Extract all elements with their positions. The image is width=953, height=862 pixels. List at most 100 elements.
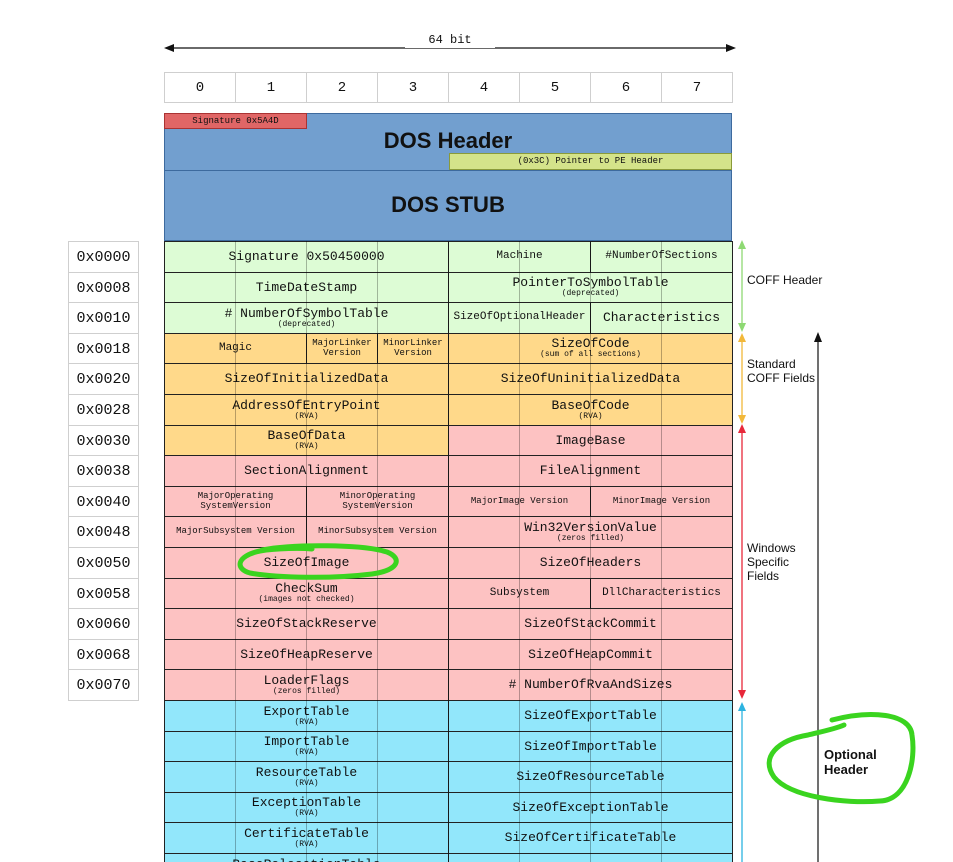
field-name: SizeOfImportTable bbox=[524, 738, 657, 754]
byte-index-5: 5 bbox=[519, 72, 591, 103]
field-minorimage-version: MinorImage Version bbox=[590, 486, 733, 517]
optional-range-arrow bbox=[738, 702, 746, 862]
byte-index-3: 3 bbox=[377, 72, 449, 103]
field-note: (RVA) bbox=[294, 839, 319, 849]
field-timedatestamp: TimeDateStamp bbox=[164, 272, 449, 303]
field-name: SizeOfStackCommit bbox=[524, 616, 657, 632]
field-name: SizeOfExportTable bbox=[524, 708, 657, 724]
field-name: SizeOfHeapCommit bbox=[528, 646, 653, 662]
field-name: # NumberOfSymbolTable bbox=[224, 305, 389, 321]
field-name: MajorSubsystem Version bbox=[176, 526, 295, 537]
field-note: (deprecated) bbox=[561, 289, 620, 299]
field-name: SizeOfOptionalHeader bbox=[453, 311, 586, 324]
optional-header-arrow bbox=[814, 332, 822, 862]
field-note: (RVA) bbox=[294, 778, 319, 788]
field-signature-0x50450000: Signature 0x50450000 bbox=[164, 241, 449, 273]
field-sizeofinitializeddata: SizeOfInitializedData bbox=[164, 363, 449, 395]
coff-range-arrow bbox=[738, 240, 746, 332]
field-name: Machine bbox=[496, 250, 543, 263]
field-name: FileAlignment bbox=[539, 463, 642, 479]
offset-label: 0x0058 bbox=[68, 578, 139, 610]
field-name: Win32VersionValue bbox=[524, 519, 657, 535]
field-name: BaseRelocationTable bbox=[232, 858, 380, 862]
pe-header-pointer-field: (0x3C) Pointer to PE Header bbox=[449, 153, 732, 170]
field-name: Characteristics bbox=[602, 310, 721, 326]
field-name: CheckSum bbox=[275, 581, 338, 597]
field-sizeofstackcommit: SizeOfStackCommit bbox=[448, 608, 733, 640]
field-baseofcode: BaseOfCode(RVA) bbox=[448, 394, 733, 426]
field-baseofdata: BaseOfData(RVA) bbox=[164, 425, 449, 456]
field-checksum: CheckSum(images not checked) bbox=[164, 578, 449, 609]
offset-label: 0x0068 bbox=[68, 639, 139, 671]
field-note: (RVA) bbox=[294, 748, 319, 758]
field-name: DllCharacteristics bbox=[602, 586, 721, 599]
field-name: Magic bbox=[218, 341, 252, 354]
field-minorlinker-version: MinorLinker Version bbox=[377, 333, 449, 364]
size-of-image-highlight-circle bbox=[237, 543, 399, 580]
byte-index-7: 7 bbox=[661, 72, 733, 103]
field-name: SizeOfHeaders bbox=[539, 555, 642, 571]
width-arrow bbox=[164, 44, 736, 52]
field-name: BaseOfData bbox=[267, 428, 346, 444]
field-imagebase: ImageBase bbox=[448, 425, 733, 456]
byte-guide-line bbox=[661, 241, 662, 862]
field-sizeofcertificatetable: SizeOfCertificateTable bbox=[448, 822, 733, 854]
field-name: SizeOfStackReserve bbox=[236, 616, 377, 632]
field-sizeofcode: SizeOfCode(sum of all sections) bbox=[448, 333, 733, 364]
offset-label: 0x0008 bbox=[68, 272, 139, 304]
field-note: (RVA) bbox=[294, 717, 319, 727]
field-name: # NumberOfRvaAndSizes bbox=[508, 677, 673, 693]
field-note: (RVA) bbox=[294, 442, 319, 452]
field-name: MinorLinker Version bbox=[383, 338, 443, 358]
width-label: 64 bit bbox=[405, 32, 495, 48]
field-name: ResourceTable bbox=[255, 764, 358, 780]
field-sizeofresourcetable: SizeOfResourceTable bbox=[448, 761, 733, 793]
field-note: (zeros filled) bbox=[556, 533, 625, 543]
offset-label: 0x0050 bbox=[68, 547, 139, 579]
field-name: TimeDateStamp bbox=[255, 279, 358, 295]
field-note: (zeros filled) bbox=[272, 686, 341, 696]
field-majorlinker-version: MajorLinker Version bbox=[306, 333, 378, 364]
section-arrows bbox=[738, 240, 746, 862]
field-name: SizeOfHeapReserve bbox=[240, 646, 373, 662]
field-sizeofheapcommit: SizeOfHeapCommit bbox=[448, 639, 733, 670]
byte-index-0: 0 bbox=[164, 72, 236, 103]
field-sizeofbaserelocationtable: SizeOfBaseRelocationTable bbox=[448, 853, 733, 862]
field-filealignment: FileAlignment bbox=[448, 455, 733, 487]
offset-label: 0x0010 bbox=[68, 302, 139, 334]
offset-label: 0x0020 bbox=[68, 363, 139, 395]
field-name: MinorOperating SystemVersion bbox=[339, 491, 416, 511]
field-numberofsections: #NumberOfSections bbox=[590, 241, 733, 273]
field-name: SizeOfCertificateTable bbox=[504, 830, 677, 846]
byte-guide-line bbox=[306, 241, 307, 862]
field-name: SizeOfCode bbox=[551, 336, 630, 352]
standard-coff-fields-label: Standard COFF Fields bbox=[747, 357, 816, 385]
offset-label: 0x0018 bbox=[68, 333, 139, 365]
field-pointertosymboltable: PointerToSymbolTable(deprecated) bbox=[448, 272, 733, 303]
field-exporttable: ExportTable(RVA) bbox=[164, 700, 449, 732]
field-subsystem: Subsystem bbox=[448, 578, 591, 609]
offset-label: 0x0000 bbox=[68, 241, 139, 273]
standard-range-arrow bbox=[738, 333, 746, 424]
field-sectionalignment: SectionAlignment bbox=[164, 455, 449, 487]
field-name: PointerToSymbolTable bbox=[512, 275, 669, 291]
windows-range-arrow bbox=[738, 424, 746, 699]
field-name: SizeOfInitializedData bbox=[224, 371, 389, 387]
field-name: ExportTable bbox=[263, 703, 350, 719]
offset-label: 0x0070 bbox=[68, 669, 139, 701]
field-name: Subsystem bbox=[489, 586, 550, 599]
coff-header-label: COFF Header bbox=[747, 273, 823, 287]
field-majorimage-version: MajorImage Version bbox=[448, 486, 591, 517]
byte-guide-line bbox=[519, 241, 520, 862]
field-sizeofheaders: SizeOfHeaders bbox=[448, 547, 733, 579]
offset-label: 0x0040 bbox=[68, 486, 139, 518]
dos-stub-title: DOS STUB bbox=[391, 192, 505, 217]
field-resourcetable: ResourceTable(RVA) bbox=[164, 761, 449, 793]
field-numberofrvaandsizes: # NumberOfRvaAndSizes bbox=[448, 669, 733, 701]
byte-guide-line bbox=[590, 241, 591, 862]
field-name: SizeOfImage bbox=[263, 555, 350, 571]
offset-label: 0x0048 bbox=[68, 516, 139, 548]
byte-index-4: 4 bbox=[448, 72, 520, 103]
field-name: MinorImage Version bbox=[612, 495, 711, 506]
